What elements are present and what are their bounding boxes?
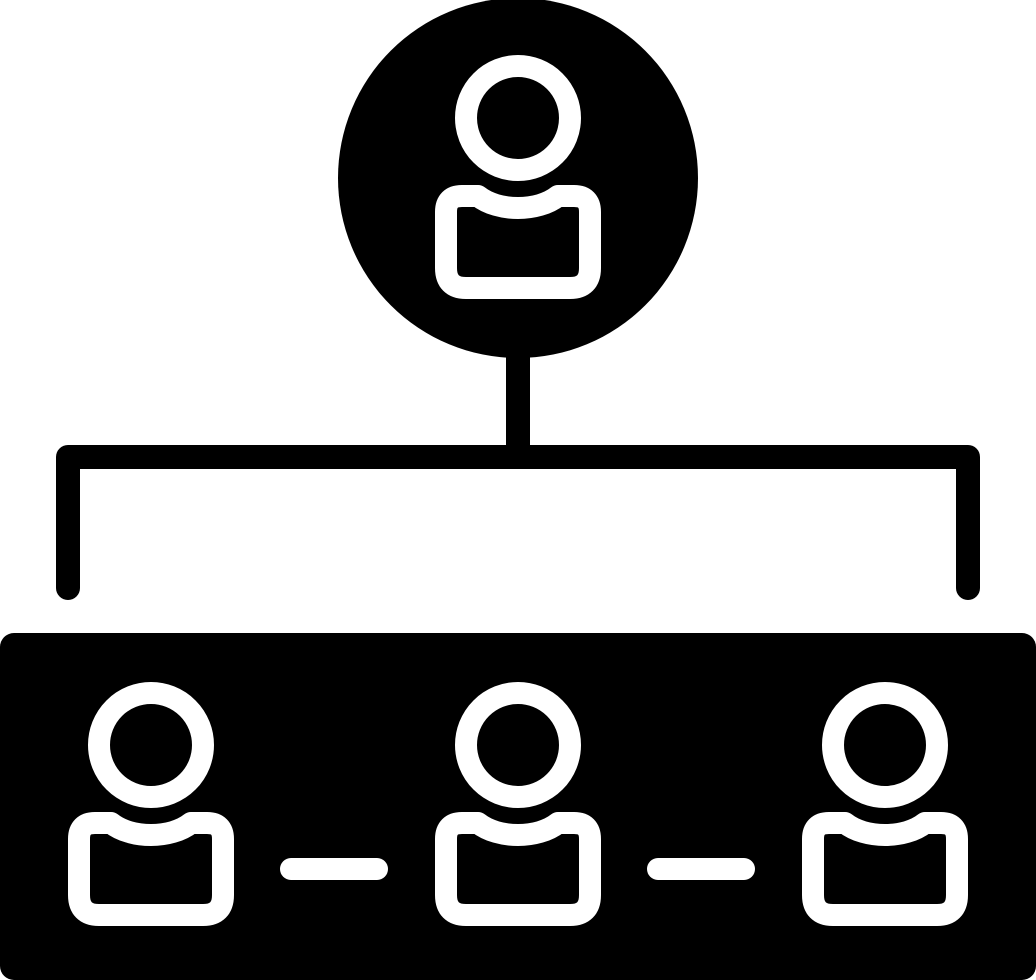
team-members	[68, 682, 968, 926]
connector-lines	[56, 338, 980, 600]
team-user-body	[435, 812, 601, 926]
team-user-icon-3	[802, 682, 968, 926]
team-user-icon-1	[68, 682, 234, 926]
team-user-head	[88, 682, 214, 808]
top-user-icon	[435, 55, 601, 299]
top-node	[338, 0, 698, 358]
team-user-head	[455, 682, 581, 808]
team-user-body	[802, 812, 968, 926]
team-user-head	[822, 682, 948, 808]
top-user-body	[435, 185, 601, 299]
connector-horizontal	[56, 445, 980, 600]
top-user-head	[455, 55, 581, 181]
team-user-body	[68, 812, 234, 926]
team-user-icon-2	[435, 682, 601, 926]
